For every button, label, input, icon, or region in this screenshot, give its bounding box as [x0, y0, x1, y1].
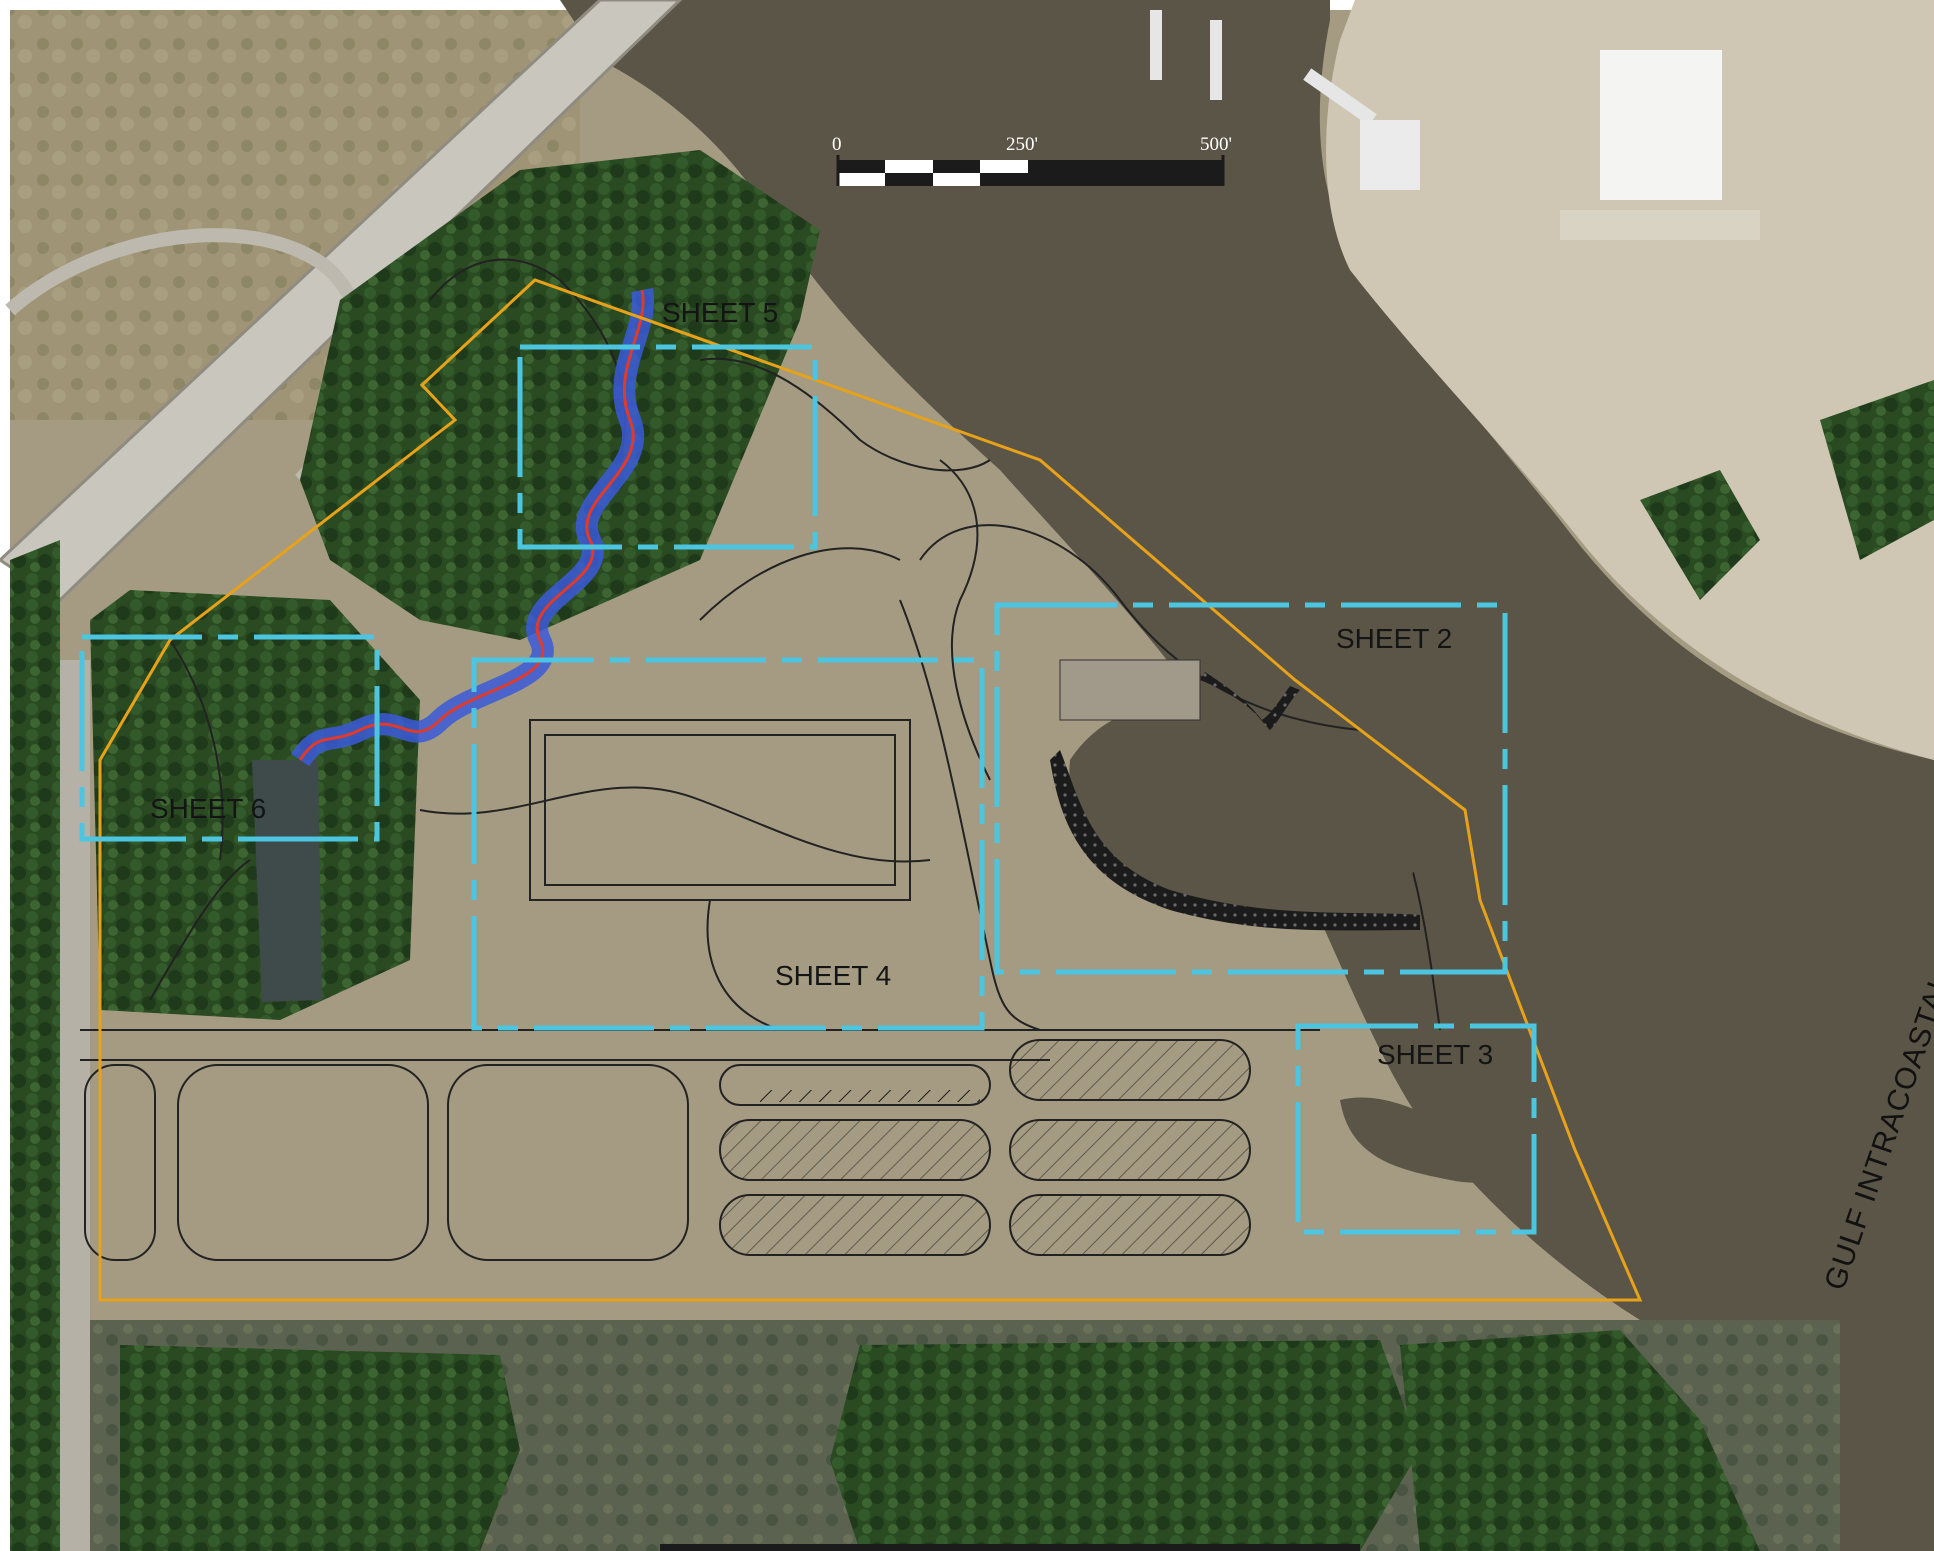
left-edge-forest	[10, 540, 60, 1551]
lot-strip	[1560, 210, 1760, 240]
south-forest-right	[1400, 1330, 1760, 1551]
sheet-6-label: SHEET 6	[150, 793, 266, 824]
industrial-vegetation	[1820, 380, 1934, 560]
parking-hatch-1	[760, 1090, 980, 1102]
sheet-3-outline	[1295, 1023, 1537, 1235]
sheet-5-outline	[517, 344, 818, 550]
industrial-area	[1326, 0, 1934, 760]
waterway	[560, 0, 1934, 1551]
boat-basin	[1069, 703, 1430, 913]
industrial-vegetation-2	[1640, 470, 1760, 600]
marina-building	[1360, 120, 1420, 190]
sheet-2-label: SHEET 2	[1336, 623, 1452, 654]
scale-tick-250: 250'	[1006, 134, 1038, 155]
scale-tick-0: 0	[832, 134, 842, 155]
bottom-edge	[660, 1544, 1360, 1551]
scale-tick-500: 500'	[1200, 134, 1232, 155]
breakwater-left	[1050, 750, 1420, 931]
sheet-4-label: SHEET 4	[775, 960, 891, 991]
sheet-4-outline	[471, 657, 985, 1031]
ramp-area	[1059, 659, 1201, 721]
sheet-2-outline	[994, 602, 1508, 975]
south-forest-center	[830, 1340, 1420, 1551]
warehouse	[1600, 50, 1722, 200]
sheet-3-label: SHEET 3	[1377, 1039, 1493, 1070]
property-boundary	[98, 278, 1643, 1302]
scale-bar: 0 250' 500'	[832, 134, 1232, 186]
marina-dock-2	[1210, 20, 1222, 100]
white-frame-left	[0, 0, 10, 1551]
breakwater-top	[1200, 672, 1300, 730]
sheet-5-label: SHEET 5	[662, 297, 778, 328]
north-forest	[300, 150, 820, 640]
pond	[252, 760, 322, 1002]
sheet3-basin	[1340, 1097, 1502, 1183]
marina-dock-3	[1303, 68, 1377, 126]
sheet-6-outline	[79, 634, 380, 842]
parking-layout	[80, 258, 1441, 1261]
south-forest-left	[120, 1345, 520, 1551]
marina-dock-1	[1150, 10, 1162, 80]
